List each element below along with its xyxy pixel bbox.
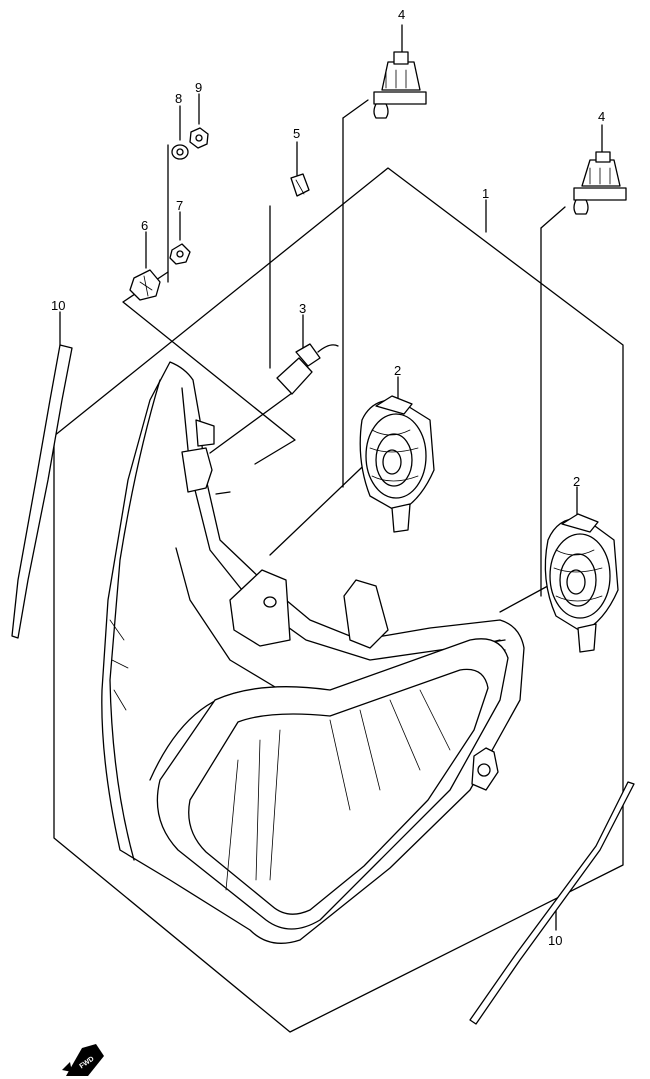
callout-3: 3 xyxy=(299,301,306,316)
callout-4a: 4 xyxy=(398,7,405,22)
headlamp-housing xyxy=(101,361,525,944)
callout-5: 5 xyxy=(293,126,300,141)
trim-strip-right xyxy=(469,781,635,1025)
washer-and-nut xyxy=(171,127,209,160)
position-bulb xyxy=(290,173,310,197)
callout-10a: 10 xyxy=(51,298,65,313)
assembly-outline xyxy=(53,167,624,1033)
bulb-socket xyxy=(276,343,339,395)
callout-ticks xyxy=(59,24,603,931)
trim-strip-left xyxy=(11,344,73,639)
bulb-cover-upper xyxy=(359,395,435,533)
callout-2a: 2 xyxy=(394,363,401,378)
callout-8: 8 xyxy=(175,91,182,106)
h4-bulb-upper xyxy=(373,51,427,119)
callout-2b: 2 xyxy=(573,474,580,489)
callout-9: 9 xyxy=(195,80,202,95)
fwd-arrow-icon: FWD xyxy=(62,1044,104,1076)
callout-10b: 10 xyxy=(548,933,562,948)
callout-4b: 4 xyxy=(598,109,605,124)
grommet-and-collar xyxy=(129,243,191,301)
callout-7: 7 xyxy=(176,198,183,213)
bulb-cover-lower xyxy=(544,513,619,653)
callout-labels: 1 2 2 3 4 4 5 6 7 8 9 10 10 xyxy=(51,7,605,948)
leader-lines xyxy=(167,99,569,613)
callout-1: 1 xyxy=(482,186,489,201)
callout-6: 6 xyxy=(141,218,148,233)
h4-bulb-lower xyxy=(573,151,627,215)
